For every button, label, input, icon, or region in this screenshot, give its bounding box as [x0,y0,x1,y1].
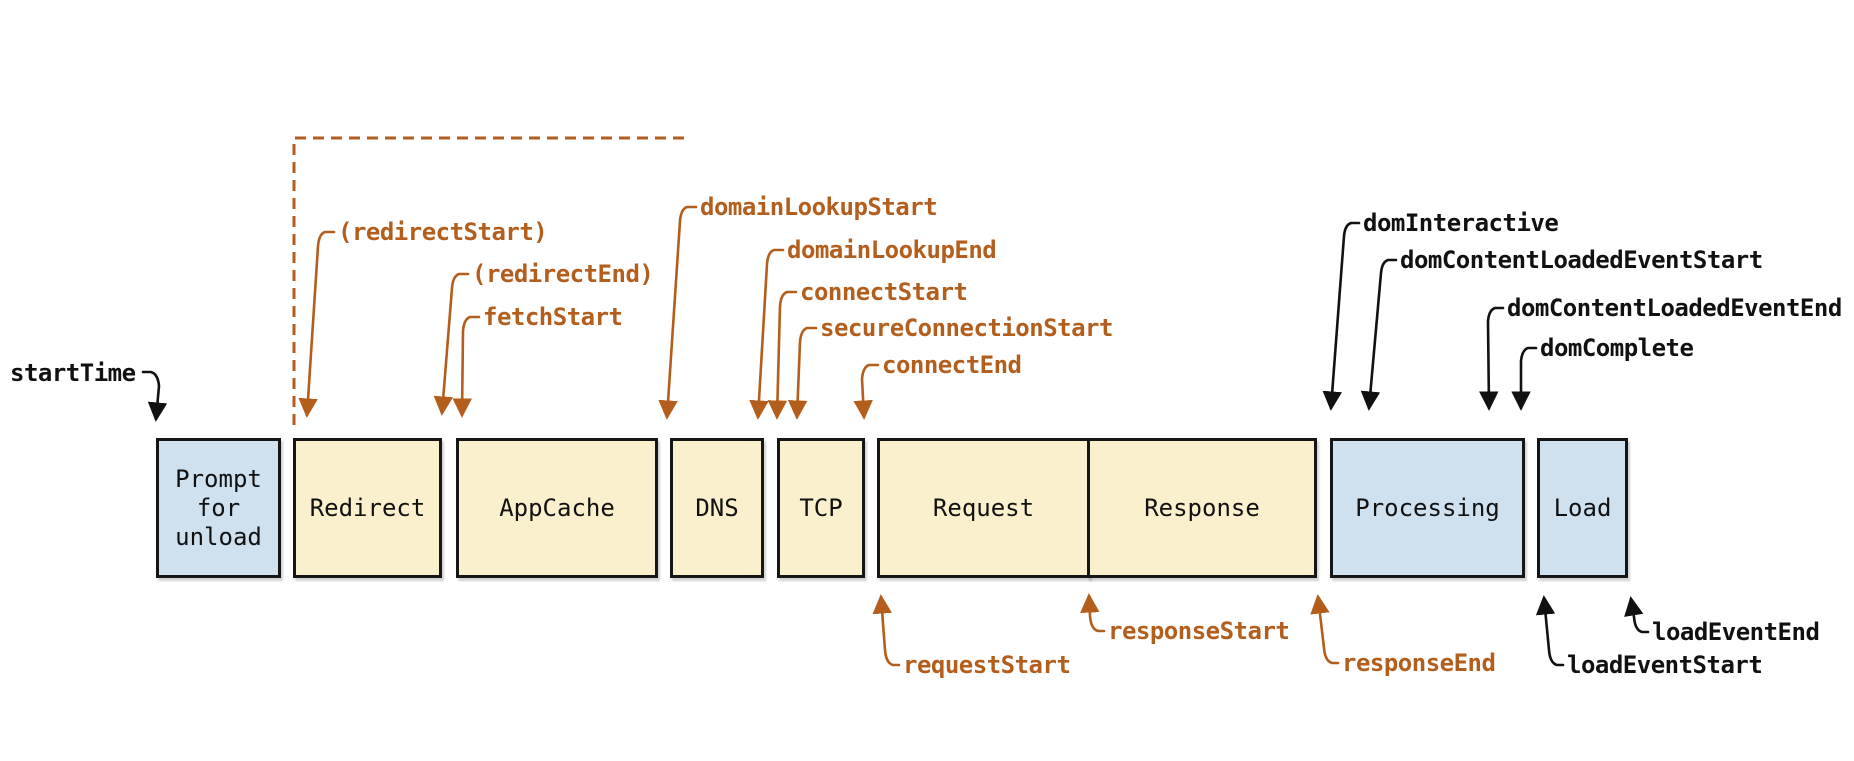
domain-lookup-start-arrow [658,205,698,420]
domain-lookup-end-arrow [749,248,785,420]
phase-box-appcache: AppCache [456,438,658,578]
phase-box-prompt-for-unload: Prompt for unload [156,438,281,578]
dom-interactive-arrow [1322,221,1361,411]
phase-box-redirect: Redirect [293,438,442,578]
response-start-arrow [1080,593,1106,633]
phase-label: Request [932,493,1035,522]
label-redirect-start: (redirectStart) [338,218,548,246]
dom-complete-arrow [1511,346,1538,411]
label-dom-complete: domComplete [1540,334,1694,362]
label-fetch-start: fetchStart [483,303,623,331]
dom-content-loaded-event-end-arrow [1479,306,1505,411]
phase-box-dns: DNS [670,438,764,578]
dom-content-loaded-event-start-arrow [1360,258,1398,411]
label-response-end: responseEnd [1342,649,1496,677]
label-dom-content-loaded-event-start: domContentLoadedEventStart [1400,246,1763,274]
secure-connection-start-arrow [787,326,818,420]
load-event-end-arrow [1624,596,1650,634]
start-time-arrow [141,370,168,422]
phase-label: Response [1144,493,1260,522]
phase-label: TCP [799,493,843,522]
label-connect-end: connectEnd [882,351,1022,379]
label-secure-connection-start: secureConnectionStart [820,314,1113,342]
phase-label: Processing [1355,493,1500,522]
response-end-arrow [1310,594,1340,665]
label-domain-lookup-start: domainLookupStart [700,193,938,221]
fetch-start-arrow [452,315,481,418]
label-load-event-end: loadEventEnd [1652,618,1820,646]
label-dom-interactive: domInteractive [1363,209,1559,237]
redirect-start-arrow [298,230,336,418]
phase-box-processing: Processing [1330,438,1525,578]
phase-box-response: Response [1087,438,1317,578]
phase-box-tcp: TCP [777,438,865,578]
phase-label: AppCache [499,493,615,522]
connect-end-arrow [853,363,880,420]
label-response-start: responseStart [1108,617,1290,645]
phase-label: DNS [695,493,739,522]
redirect-end-arrow [433,272,470,416]
load-event-start-arrow [1535,595,1565,667]
request-start-arrow [872,594,901,667]
phase-label: Prompt for unload [175,464,262,551]
phase-box-request: Request [877,438,1090,578]
label-dom-content-loaded-event-end: domContentLoadedEventEnd [1507,294,1842,322]
phase-box-load: Load [1537,438,1628,578]
connect-start-arrow [767,290,798,420]
phase-label: Load [1553,493,1612,522]
label-domain-lookup-end: domainLookupEnd [787,236,997,264]
label-redirect-end: (redirectEnd) [472,260,654,288]
phase-label: Redirect [309,493,426,522]
label-connect-start: connectStart [800,278,968,306]
label-request-start: requestStart [903,651,1071,679]
label-load-event-start: loadEventStart [1567,651,1763,679]
label-start-time: startTime [10,359,136,387]
